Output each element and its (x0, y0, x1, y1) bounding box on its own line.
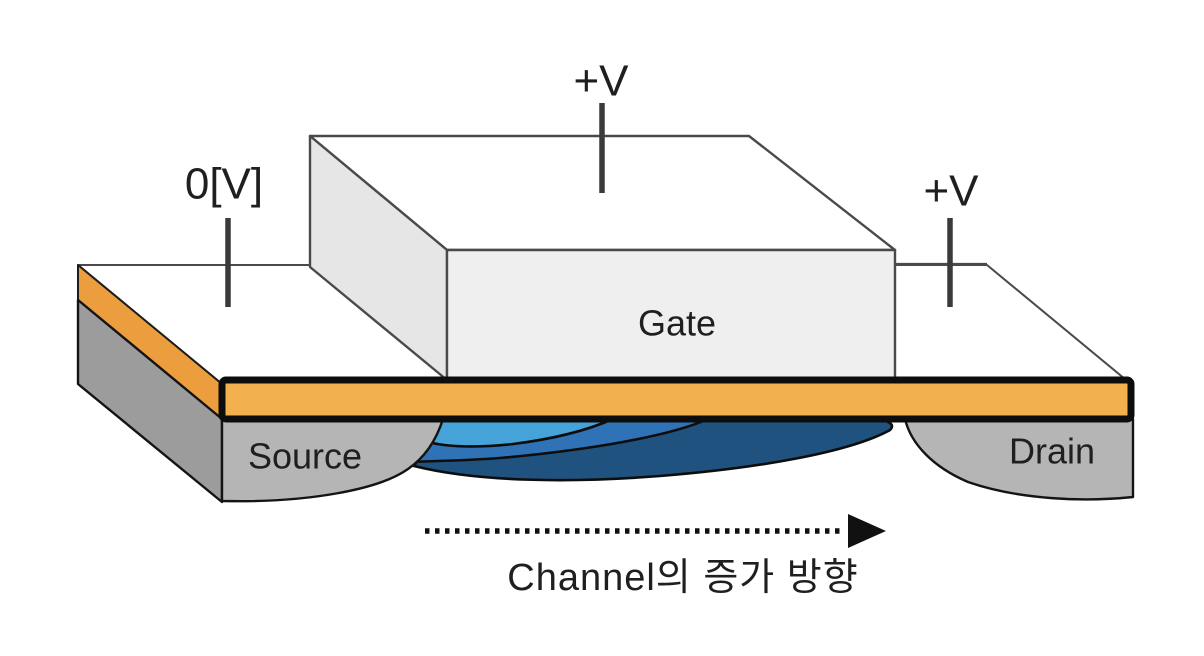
source-region (220, 417, 445, 503)
drain-label: Drain (1009, 431, 1095, 472)
gate-label: Gate (638, 303, 716, 344)
drain-region (903, 417, 1135, 501)
source-voltage-label: 0[V] (185, 160, 263, 209)
source-label: Source (248, 436, 362, 477)
drain-voltage-label: +V (923, 167, 979, 216)
channel-direction-arrow (425, 514, 886, 548)
oxide-bar (218, 376, 1135, 423)
channel-direction-caption: Channel의 증가 방향 (507, 557, 858, 599)
gate-voltage-label: +V (573, 57, 629, 106)
arrowhead-icon (848, 514, 886, 548)
